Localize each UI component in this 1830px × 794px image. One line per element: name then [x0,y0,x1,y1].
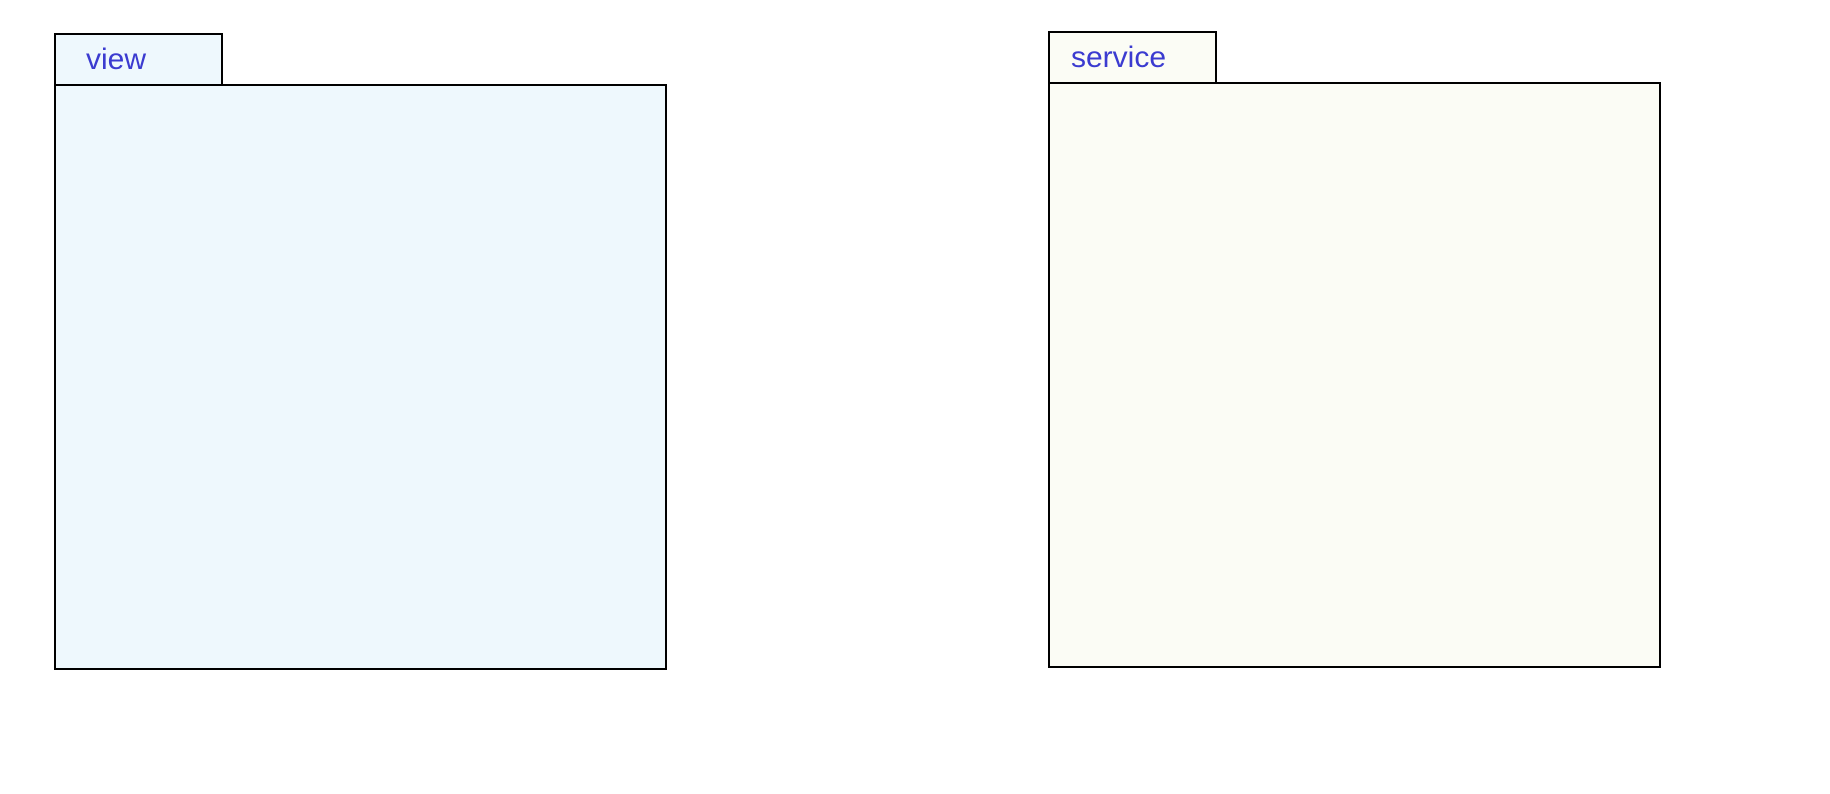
package-service[interactable]: service [1048,31,1661,668]
package-view[interactable]: view [54,33,667,670]
package-tab: view [54,33,223,86]
package-label: view [86,43,147,76]
package-label: service [1071,41,1167,74]
package-body [1048,82,1661,668]
package-body [54,84,667,670]
package-tab: service [1048,31,1217,84]
